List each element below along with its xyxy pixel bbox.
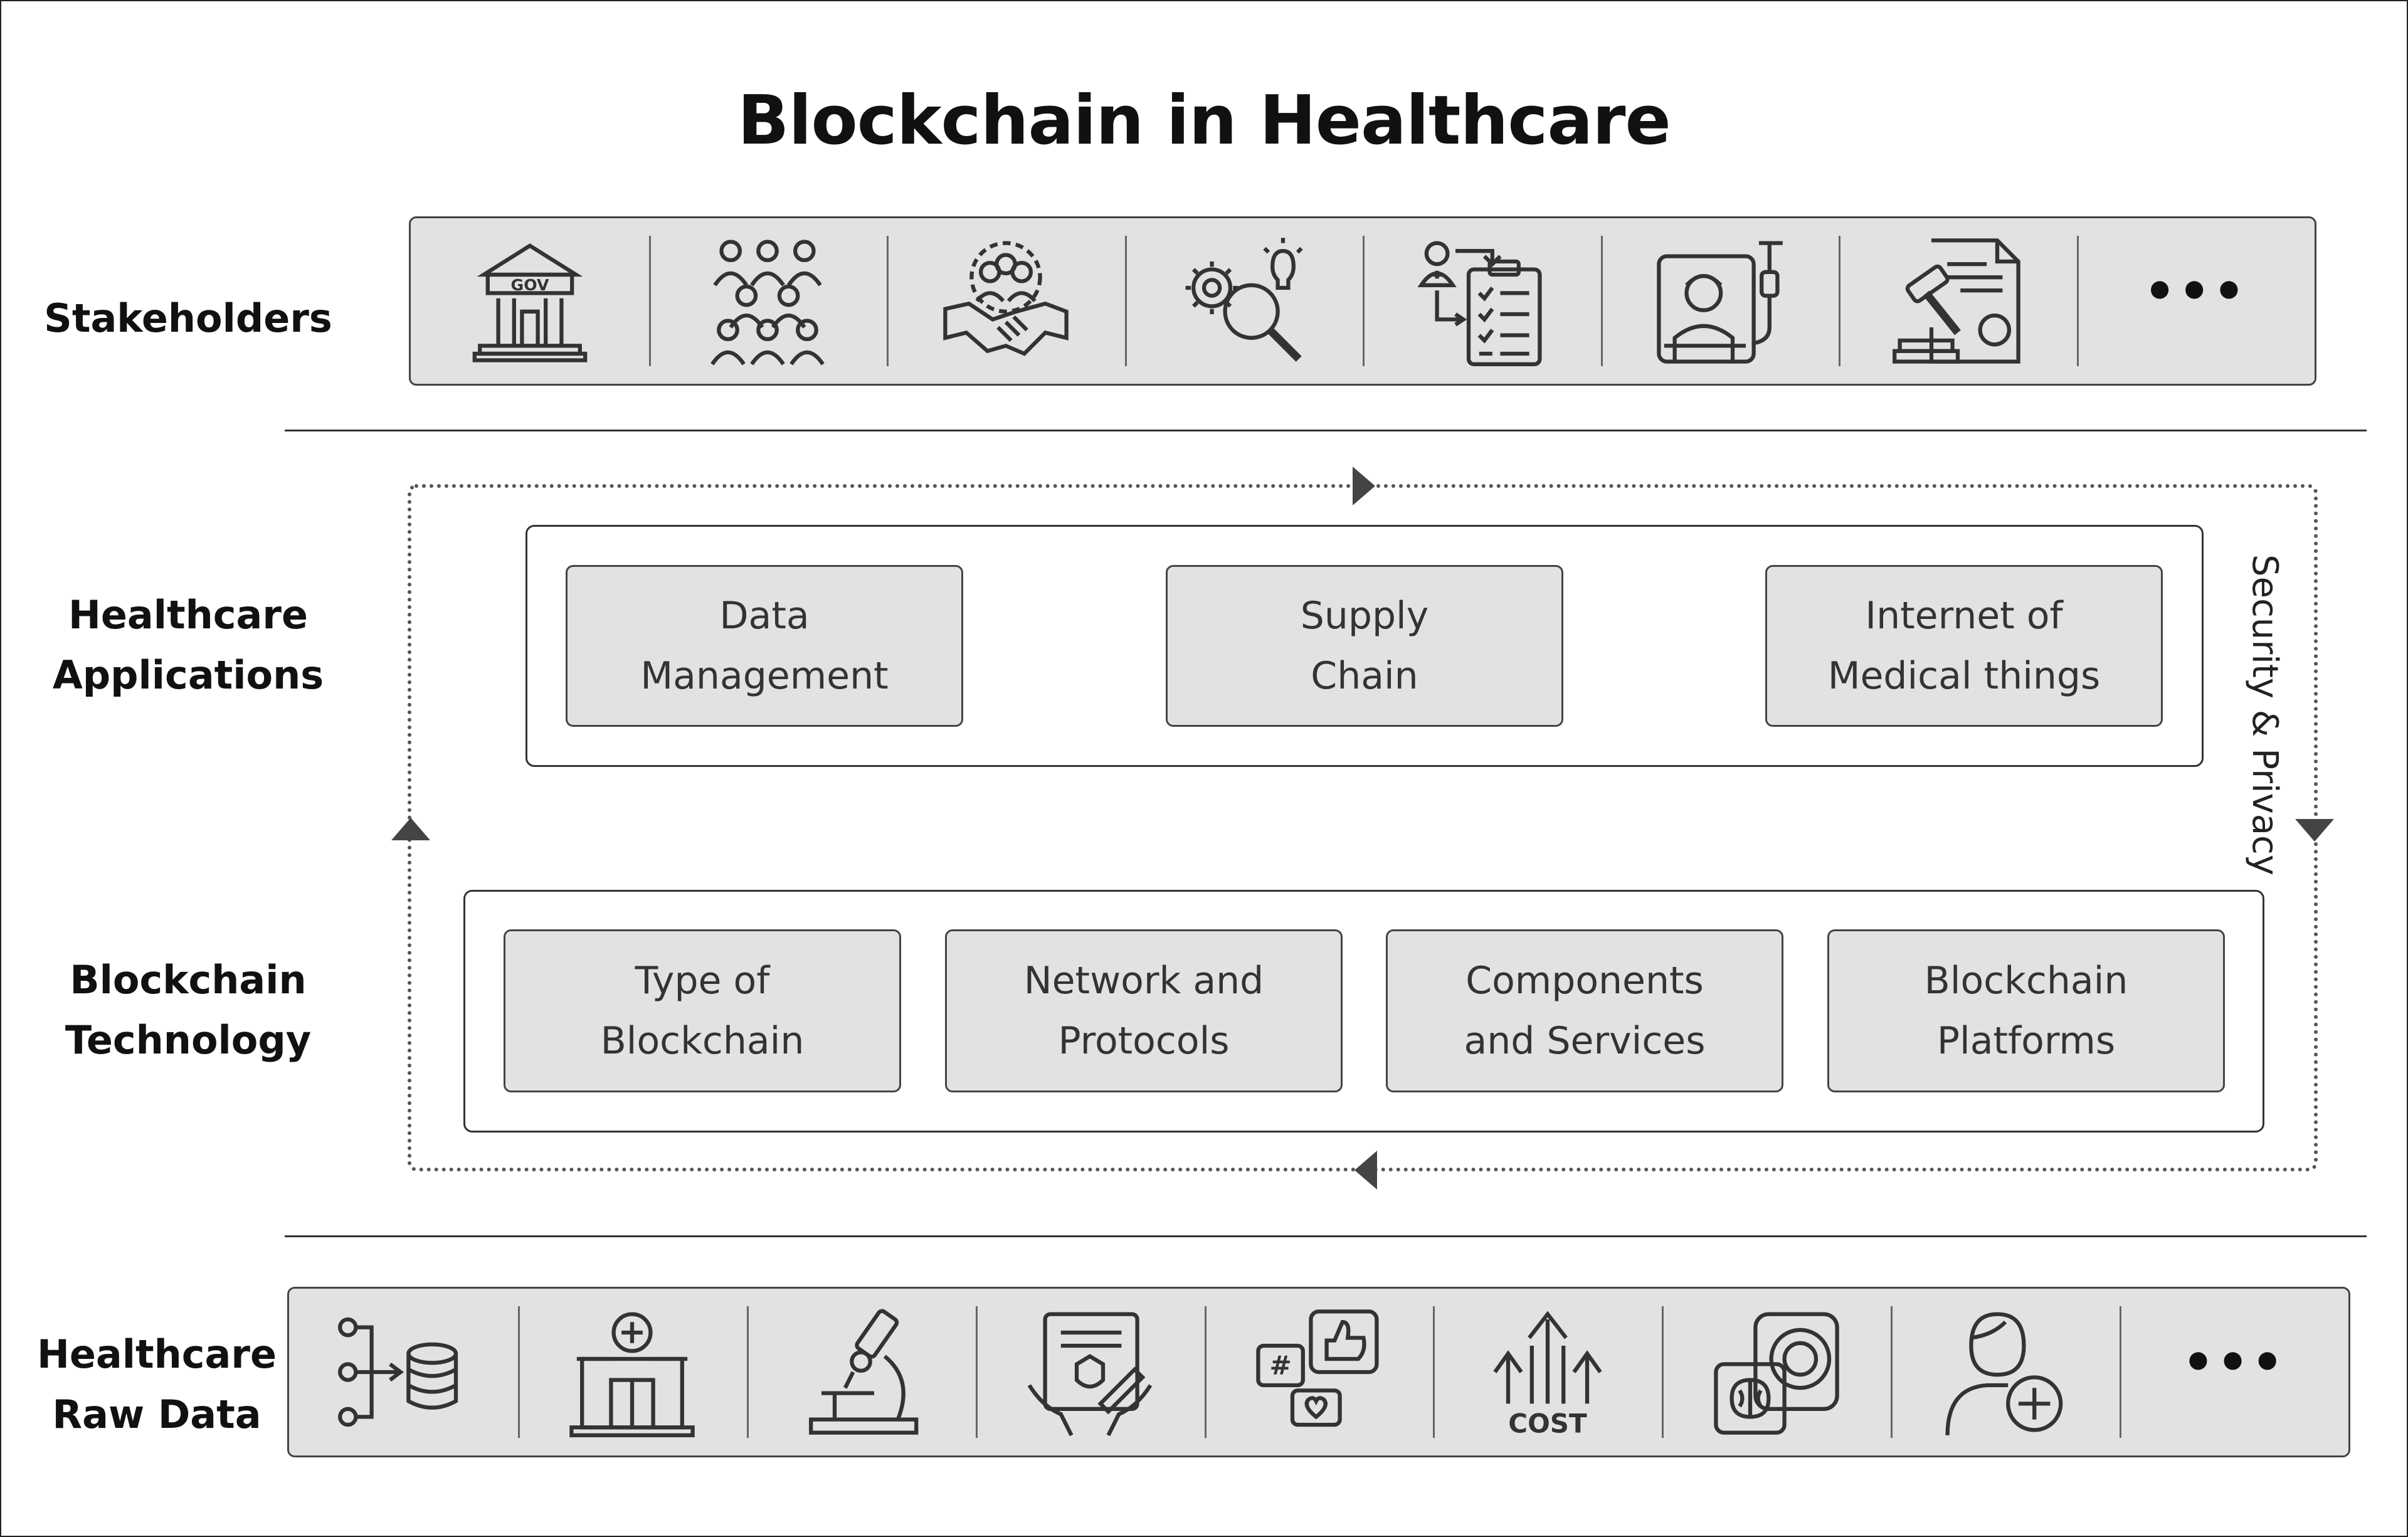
raw-data-cell [517,1289,747,1455]
population-group-icon [710,240,825,366]
box-line: Chain [1311,654,1418,698]
cost-arrows-icon: COST [1493,1311,1602,1438]
legal-gavel-document-icon [1892,238,2020,364]
row-label-line: Applications [52,652,324,698]
stakeholders-icon-strip: GOV [409,216,2316,386]
box-line: Medical things [1827,654,2101,698]
database-flow-icon [338,1317,458,1427]
arrow-up-icon [391,818,430,840]
arrow-right-icon [1353,467,1375,505]
row-label-healthcare-raw-data: Healthcare Raw Data [13,1324,301,1445]
raw-data-cell [1662,1289,1891,1455]
box-line: Supply [1300,594,1429,638]
row-label-line: Healthcare [36,1331,277,1377]
arrow-down-icon [2295,819,2334,842]
raw-data-cell: COST [1433,1289,1662,1455]
stakeholder-cell [1124,218,1363,384]
stakeholder-cell [1839,218,2077,384]
hospital-building-icon [569,1312,695,1437]
security-privacy-label: Security & Privacy [2244,554,2285,875]
box-line: Management [640,654,889,698]
box-line: Blockchain [600,1019,805,1063]
partnership-handshake-icon [943,241,1069,356]
patient-add-icon [1945,1312,2063,1435]
row-label-line: Technology [65,1017,312,1063]
raw-data-cell [975,1289,1205,1455]
raw-data-cell: # [1204,1289,1434,1455]
separator-line [285,1235,2367,1237]
raw-data-cell: ••• [2120,1289,2348,1455]
raw-data-icon-strip: # COST ••• [287,1287,2350,1457]
row-label-stakeholders-text: Stakeholders [44,295,332,341]
more-stakeholders-ellipsis: ••• [2143,262,2247,320]
stakeholder-cell: ••• [2076,218,2315,384]
gov-label: GOV [510,276,549,294]
research-innovation-icon [1185,238,1303,362]
svg-text:#: # [1269,1350,1291,1381]
stakeholder-cell: GOV [411,218,649,384]
box-line: and Services [1464,1019,1706,1063]
arrow-left-icon [1354,1151,1377,1190]
stakeholder-cell [1363,218,1601,384]
brain-mri-scanner-icon [1714,1312,1839,1435]
cost-label: COST [1508,1408,1587,1438]
technology-components-and-services: Components and Services [1386,929,1783,1092]
stakeholder-cell [1600,218,1839,384]
application-internet-of-medical-things: Internet of Medical things [1765,565,2163,727]
stakeholder-cell [648,218,887,384]
row-label-line: Blockchain [70,957,307,1003]
box-line: Components [1465,959,1704,1003]
row-label-healthcare-applications: Healthcare Applications [25,585,351,705]
box-line: Network and [1023,959,1264,1003]
box-line: Protocols [1058,1019,1230,1063]
box-line: Blockchain [1924,959,2128,1003]
box-line: Platforms [1936,1019,2116,1063]
raw-data-cell [746,1289,976,1455]
more-raw-data-ellipsis: ••• [2182,1333,2286,1392]
stakeholder-cell [887,218,1125,384]
row-label-stakeholders: Stakeholders [25,288,351,349]
row-label-line: Healthcare [68,592,309,638]
government-building-icon: GOV [472,243,588,362]
raw-data-cell [289,1289,518,1455]
row-label-line: Raw Data [52,1392,261,1437]
doctor-checklist-icon [1417,241,1542,366]
medical-record-document-icon [1027,1312,1153,1437]
diagram-title: Blockchain in Healthcare [737,82,1671,160]
raw-data-cell [1891,1289,2120,1455]
box-line: Internet of [1865,594,2063,638]
box-line: Data [719,594,810,638]
microscope-icon [809,1309,919,1435]
separator-line [285,430,2367,431]
row-label-blockchain-technology: Blockchain Technology [25,950,351,1070]
social-media-feedback-icon: # [1256,1309,1379,1427]
technology-type-of-blockchain: Type of Blockchain [504,929,901,1092]
box-line: Type of [635,959,770,1003]
hospital-patient-icon [1657,241,1783,364]
